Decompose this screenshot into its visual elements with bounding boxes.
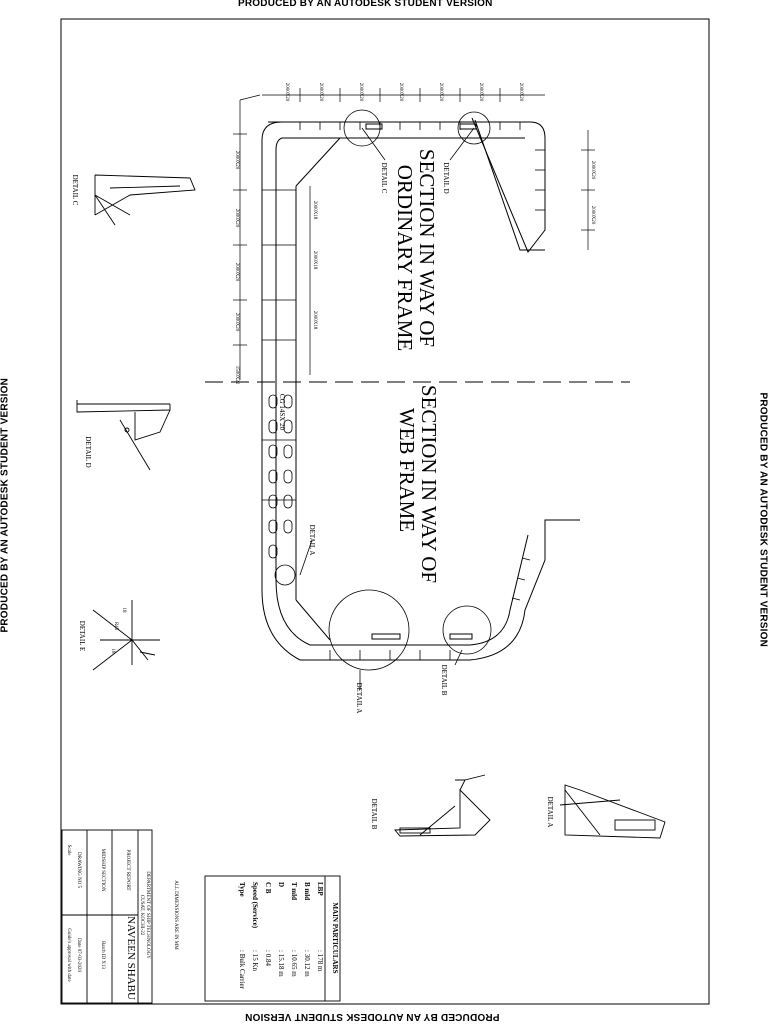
label-detail-a-small: DETAIL A <box>308 525 316 556</box>
dim-e-r45: R45 <box>113 622 118 631</box>
tb-date: Date 07-03-2020 <box>76 938 81 973</box>
dim-top-3: 2000X20 <box>358 83 363 102</box>
title-ordinary-frame-2: ORDINARY FRAME <box>393 165 417 352</box>
label-detail-a-plan: DETAIL A <box>546 797 554 828</box>
label-detail-d-plan: DETAIL D <box>84 436 92 467</box>
note-dimensions: ALL DIMENSIONS ARE IN MM <box>173 880 178 950</box>
row-1-value: : 30.12 m <box>303 950 311 977</box>
lightening-holes <box>268 394 293 559</box>
dim-top-5: 2000X20 <box>438 83 443 102</box>
dim-inner-2: 2000X18 <box>312 251 317 270</box>
bottom-plate-strip-1 <box>371 633 401 640</box>
row-1-key: B mld <box>303 882 311 900</box>
midship-section <box>205 117 630 661</box>
tb-drawing-title: MIDSHIP SECTION <box>100 849 105 892</box>
circle-detail-a-small <box>274 564 296 586</box>
tb-project-label: PROJECT REPORT <box>125 849 130 890</box>
row-2-key: T mld <box>290 882 298 900</box>
label-detail-b: DETAIL B <box>440 665 448 696</box>
bottom-plate-strip-2 <box>449 633 473 640</box>
particulars-keys: LBP B mld T mld D C B Speed (Service) Ty… <box>238 882 324 929</box>
row-4-value: : 0.84 <box>264 950 272 966</box>
label-detail-a: DETAIL A <box>355 683 363 714</box>
outer-shell <box>261 117 580 661</box>
detail-d-sketch <box>76 400 171 471</box>
stiffeners-side <box>329 149 545 660</box>
label-detail-c: DETAIL C <box>380 163 388 194</box>
row-6-key: Type <box>238 882 246 897</box>
label-detail-c-plan: DETAIL C <box>71 175 79 206</box>
deck-plate-strip-1 <box>365 123 383 130</box>
main-particulars-heading: MAIN PARTICULARS <box>331 903 339 974</box>
label-detail-d: DETAIL D <box>442 162 450 193</box>
row-5-key: Speed (Service) <box>251 882 259 929</box>
dim-right-1: 2000X20 <box>590 161 595 180</box>
dimension-line-left <box>233 88 595 380</box>
label-detail-e-plan: DETAIL E <box>78 621 86 651</box>
circle-detail-d <box>457 111 491 145</box>
row-2-value: : 10.65 m <box>290 950 298 977</box>
detail-a-sketch <box>559 784 666 839</box>
dim-left-1: 2000X20 <box>234 151 239 170</box>
deck-plate-strip-2 <box>459 123 477 130</box>
tb-drawing-no: DRAWING NO 5 <box>76 852 81 888</box>
row-4-key: C B <box>264 882 272 894</box>
inner-shell <box>275 137 529 646</box>
dim-left-4: 2000X20 <box>234 313 239 332</box>
row-5-value: : 15 Kn <box>251 950 259 972</box>
row-0-value: : 178 m <box>316 950 324 972</box>
detail-e-sketch <box>92 600 160 671</box>
title-web-frame-2: WEB FRAME <box>395 408 419 532</box>
tb-university: CUSAT, KOCHI-22 <box>139 895 144 936</box>
dim-e-18-b: 18 <box>110 649 115 655</box>
dim-top-2: 2000X20 <box>318 83 323 102</box>
title-block <box>61 829 153 1004</box>
title-ordinary-frame-1: SECTION IN WAY OF <box>415 149 439 347</box>
circle-detail-c <box>343 109 381 147</box>
dim-right-2: 2000X20 <box>590 206 595 225</box>
dim-left-3: 2000X20 <box>234 263 239 282</box>
dim-e-18-a: 18 <box>121 608 126 614</box>
tb-approval: Guide's approval with date <box>66 928 71 982</box>
stiffeners-deck <box>299 122 521 130</box>
dim-left-5: 1500X22 <box>234 366 239 385</box>
main-particulars-table <box>204 875 341 1002</box>
label-detail-b-plan: DETAIL B <box>370 799 378 830</box>
dim-top-1: 2000X20 <box>284 83 289 102</box>
label-cg: CG 14SX 20 <box>278 394 286 431</box>
tb-name: NAVEEN SHABU <box>125 916 137 1000</box>
dim-top-6: 2000X20 <box>478 83 483 102</box>
topside-tank <box>474 119 545 251</box>
row-3-value: : 15.18 m <box>277 950 285 977</box>
dim-inner-3: 2000X18 <box>312 311 317 330</box>
row-6-value: : Bulk Carrier <box>238 950 246 990</box>
tb-scale: Scale <box>66 845 71 857</box>
dim-inner-1: 2000X18 <box>312 201 317 220</box>
watermark-top: PRODUCED BY AN AUTODESK STUDENT VERSION <box>238 0 493 9</box>
hopper-tank <box>295 137 341 641</box>
circle-detail-b <box>442 605 492 655</box>
tb-batch: Batch ID X13 <box>100 941 105 970</box>
dim-left-2: 2000X20 <box>234 209 239 228</box>
particulars-values: : 178 m : 30.12 m : 10.65 m : 15.18 m : … <box>238 950 324 990</box>
detail-c-sketch <box>94 174 196 226</box>
detail-circles <box>274 109 492 690</box>
dim-top-4: 2000X20 <box>398 83 403 102</box>
detail-b-sketch <box>394 774 491 837</box>
circle-detail-a <box>328 589 410 671</box>
tb-department: DEPARTMENT OF SHIP TECHNOLOGY <box>145 871 150 959</box>
row-0-key: LBP <box>316 882 324 896</box>
sheet-border <box>60 18 710 1005</box>
row-3-key: D <box>277 882 285 887</box>
floors <box>262 189 296 501</box>
dim-top-7: 2000X20 <box>518 83 523 102</box>
title-web-frame-1: SECTION IN WAY OF <box>417 385 441 583</box>
